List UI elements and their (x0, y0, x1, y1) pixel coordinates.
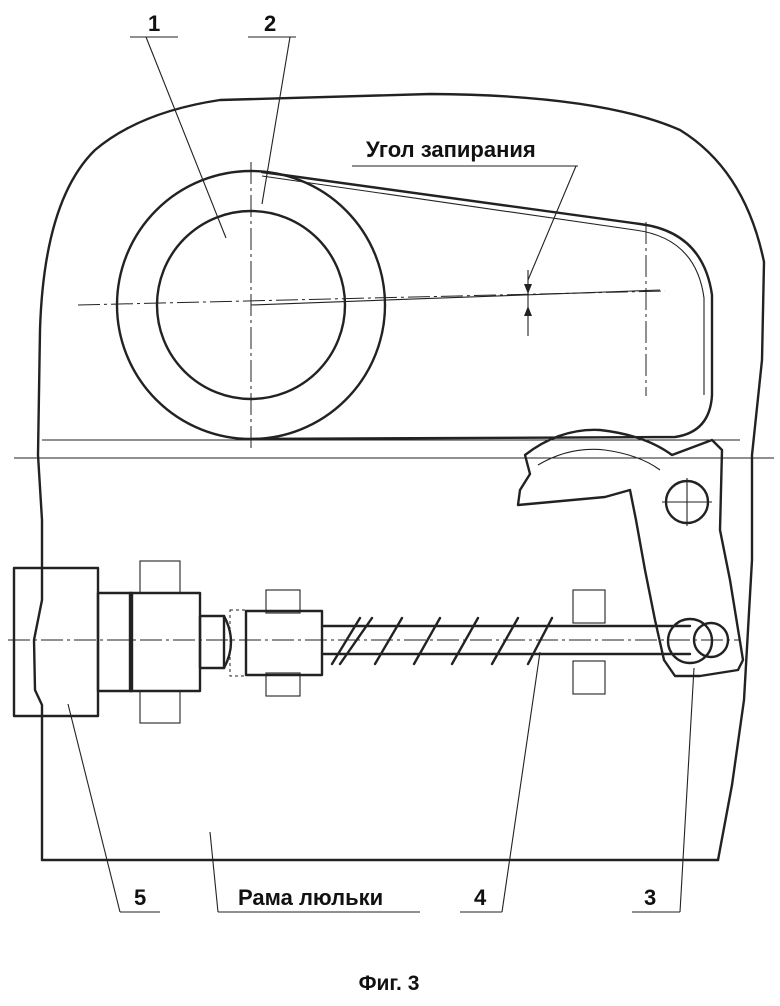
label-locking-angle: Угол запирания (366, 137, 536, 162)
label-part-2: 2 (264, 11, 276, 36)
lever-arm (251, 172, 712, 439)
rod-and-spring (8, 611, 740, 675)
leader-lines (68, 37, 694, 912)
hatched-supports (140, 561, 605, 723)
label-part-4: 4 (474, 885, 487, 910)
cylinder-body (14, 568, 246, 716)
label-cradle-frame: Рама люльки (238, 885, 383, 910)
label-part-1: 1 (148, 11, 160, 36)
shaft-and-lever (78, 162, 712, 448)
housing-outline (14, 94, 774, 860)
label-part-5: 5 (134, 885, 146, 910)
figure-caption: Фиг. 3 (359, 972, 420, 995)
label-part-3: 3 (644, 885, 656, 910)
latch (518, 430, 743, 676)
